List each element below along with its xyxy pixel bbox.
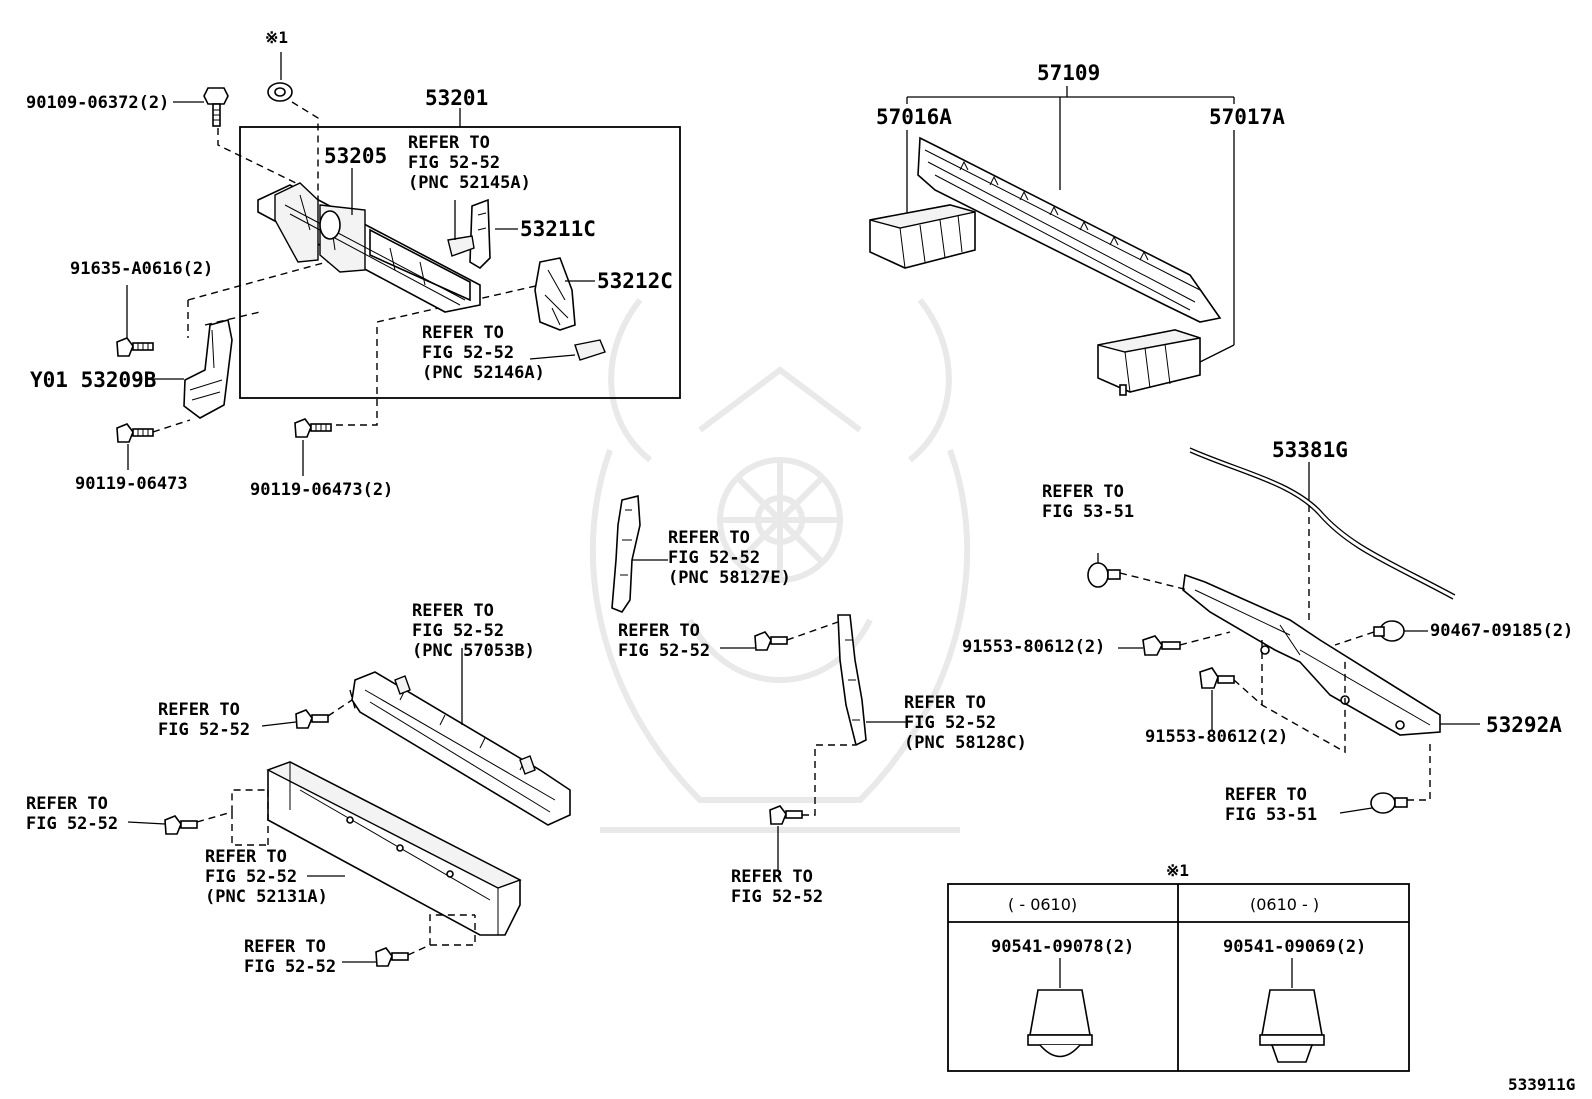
seal-53381g-part[interactable] xyxy=(1189,447,1456,596)
clip-icon[interactable] xyxy=(1373,620,1405,642)
part-label[interactable]: 57017A xyxy=(1209,105,1285,129)
clip-icon[interactable] xyxy=(1087,562,1121,588)
bolt-icon[interactable] xyxy=(116,337,154,357)
part-label[interactable]: 57016A xyxy=(876,105,952,129)
part-label[interactable]: 90467-09185(2) xyxy=(1430,621,1573,641)
part-label[interactable]: 53211C xyxy=(520,217,596,241)
diagram-id: 533911G xyxy=(1508,1075,1575,1094)
refer-label[interactable]: (PNC 57053B) xyxy=(412,641,535,661)
refer-label[interactable]: FIG 52-52 xyxy=(412,621,504,641)
refer-label[interactable]: REFER TO xyxy=(408,133,490,153)
bracket-53209b-part[interactable] xyxy=(183,318,233,419)
watermark-logo xyxy=(589,298,971,833)
refer-label[interactable]: REFER TO xyxy=(205,847,287,867)
bracket-58127e-part[interactable] xyxy=(611,494,641,613)
support-53292a-part[interactable] xyxy=(1182,573,1441,736)
refer-label[interactable]: FIG 52-52 xyxy=(408,153,500,173)
refer-label[interactable]: FIG 52-52 xyxy=(731,887,823,907)
cap-nut-icon xyxy=(1259,958,1325,1063)
clip-icon[interactable] xyxy=(1370,792,1408,814)
beam-52131a-part[interactable] xyxy=(266,761,522,936)
refer-label[interactable]: REFER TO xyxy=(668,528,750,548)
group-bumper-reinforcement xyxy=(869,86,1235,396)
part-label[interactable]: 57109 xyxy=(1037,61,1100,85)
part-label[interactable]: Y01 53209B xyxy=(30,368,156,392)
refer-label[interactable]: REFER TO xyxy=(1225,785,1307,805)
group-radiator-support xyxy=(116,52,681,476)
part-label[interactable]: 90119-06473 xyxy=(75,474,188,494)
note-mark-label: ※1 xyxy=(265,28,288,47)
bolt-icon[interactable] xyxy=(294,418,332,438)
cap-nut-icon xyxy=(1027,958,1093,1058)
refer-label[interactable]: FIG 52-52 xyxy=(158,720,250,740)
bracket-53212c-part[interactable] xyxy=(534,257,606,361)
labels: 90109-06372(2) ※1 53201 53205 REFER TO F… xyxy=(26,28,1575,1094)
refer-label[interactable]: (PNC 52146A) xyxy=(422,363,545,383)
refer-label[interactable]: FIG 52-52 xyxy=(618,641,710,661)
refer-label[interactable]: FIG 53-51 xyxy=(1042,502,1134,522)
part-label[interactable]: 91553-80612(2) xyxy=(962,637,1105,657)
refer-label[interactable]: REFER TO xyxy=(904,693,986,713)
group-grille-support xyxy=(1087,447,1480,814)
refer-label[interactable]: FIG 52-52 xyxy=(205,867,297,887)
bolt-icon[interactable] xyxy=(1199,667,1235,689)
table-note-mark: ※1 xyxy=(1166,861,1189,880)
refer-label[interactable]: FIG 52-52 xyxy=(668,548,760,568)
bracket-53211c-part[interactable] xyxy=(447,198,491,270)
bolt-icon[interactable] xyxy=(116,423,154,443)
reinforcement-57109-part[interactable] xyxy=(917,136,1222,323)
refer-label[interactable]: REFER TO xyxy=(422,323,504,343)
bolt-icon[interactable] xyxy=(1142,635,1181,656)
bolt-icon[interactable] xyxy=(754,631,788,651)
table-part-col1[interactable]: 90541-09078(2) xyxy=(991,937,1134,957)
part-label[interactable]: 53381G xyxy=(1272,438,1348,462)
part-label[interactable]: 53292A xyxy=(1486,713,1562,737)
extension-57017a-part[interactable] xyxy=(1097,329,1201,396)
refer-label[interactable]: REFER TO xyxy=(158,700,240,720)
table-header-col1: ( - 0610) xyxy=(1008,895,1077,914)
bolt-icon[interactable] xyxy=(295,709,329,729)
part-label[interactable]: 53205 xyxy=(324,144,387,168)
part-label[interactable]: 53212C xyxy=(597,269,673,293)
refer-label[interactable]: REFER TO xyxy=(244,937,326,957)
bolt-icon[interactable] xyxy=(375,947,409,967)
part-label[interactable]: 90119-06473(2) xyxy=(250,480,393,500)
part-label[interactable]: 91635-A0616(2) xyxy=(70,259,213,279)
refer-label[interactable]: (PNC 58127E) xyxy=(668,568,791,588)
group-side-brackets xyxy=(611,494,906,870)
clip-nut-icon[interactable] xyxy=(267,82,293,102)
bolt-icon[interactable] xyxy=(769,805,803,825)
part-label[interactable]: 90109-06372(2) xyxy=(26,93,169,113)
refer-label[interactable]: (PNC 52145A) xyxy=(408,173,531,193)
radiator-support-part[interactable] xyxy=(257,182,481,313)
refer-label[interactable]: (PNC 58128C) xyxy=(904,733,1027,753)
part-label[interactable]: 53201 xyxy=(425,86,488,110)
table-header-col2: (0610 - ) xyxy=(1250,895,1319,914)
refer-label[interactable]: REFER TO xyxy=(731,867,813,887)
note-table xyxy=(947,883,1410,1072)
refer-label[interactable]: FIG 52-52 xyxy=(904,713,996,733)
refer-label[interactable]: FIG 53-51 xyxy=(1225,805,1317,825)
refer-label[interactable]: REFER TO xyxy=(1042,482,1124,502)
bolt-icon[interactable] xyxy=(164,815,198,835)
refer-label[interactable]: FIG 52-52 xyxy=(422,343,514,363)
table-part-col2[interactable]: 90541-09069(2) xyxy=(1223,937,1366,957)
refer-label[interactable]: REFER TO xyxy=(412,601,494,621)
refer-label[interactable]: REFER TO xyxy=(618,621,700,641)
part-label[interactable]: 91553-80612(2) xyxy=(1145,727,1288,747)
bracket-58128c-part[interactable] xyxy=(837,614,867,747)
absorber-57053b-part[interactable] xyxy=(351,671,571,826)
refer-label[interactable]: FIG 52-52 xyxy=(26,814,118,834)
bolt-icon[interactable] xyxy=(203,87,229,127)
refer-label[interactable]: REFER TO xyxy=(26,794,108,814)
group-bumper-beam xyxy=(127,648,571,967)
refer-label[interactable]: (PNC 52131A) xyxy=(205,887,328,907)
refer-label[interactable]: FIG 52-52 xyxy=(244,957,336,977)
extension-57016a-part[interactable] xyxy=(869,204,976,269)
